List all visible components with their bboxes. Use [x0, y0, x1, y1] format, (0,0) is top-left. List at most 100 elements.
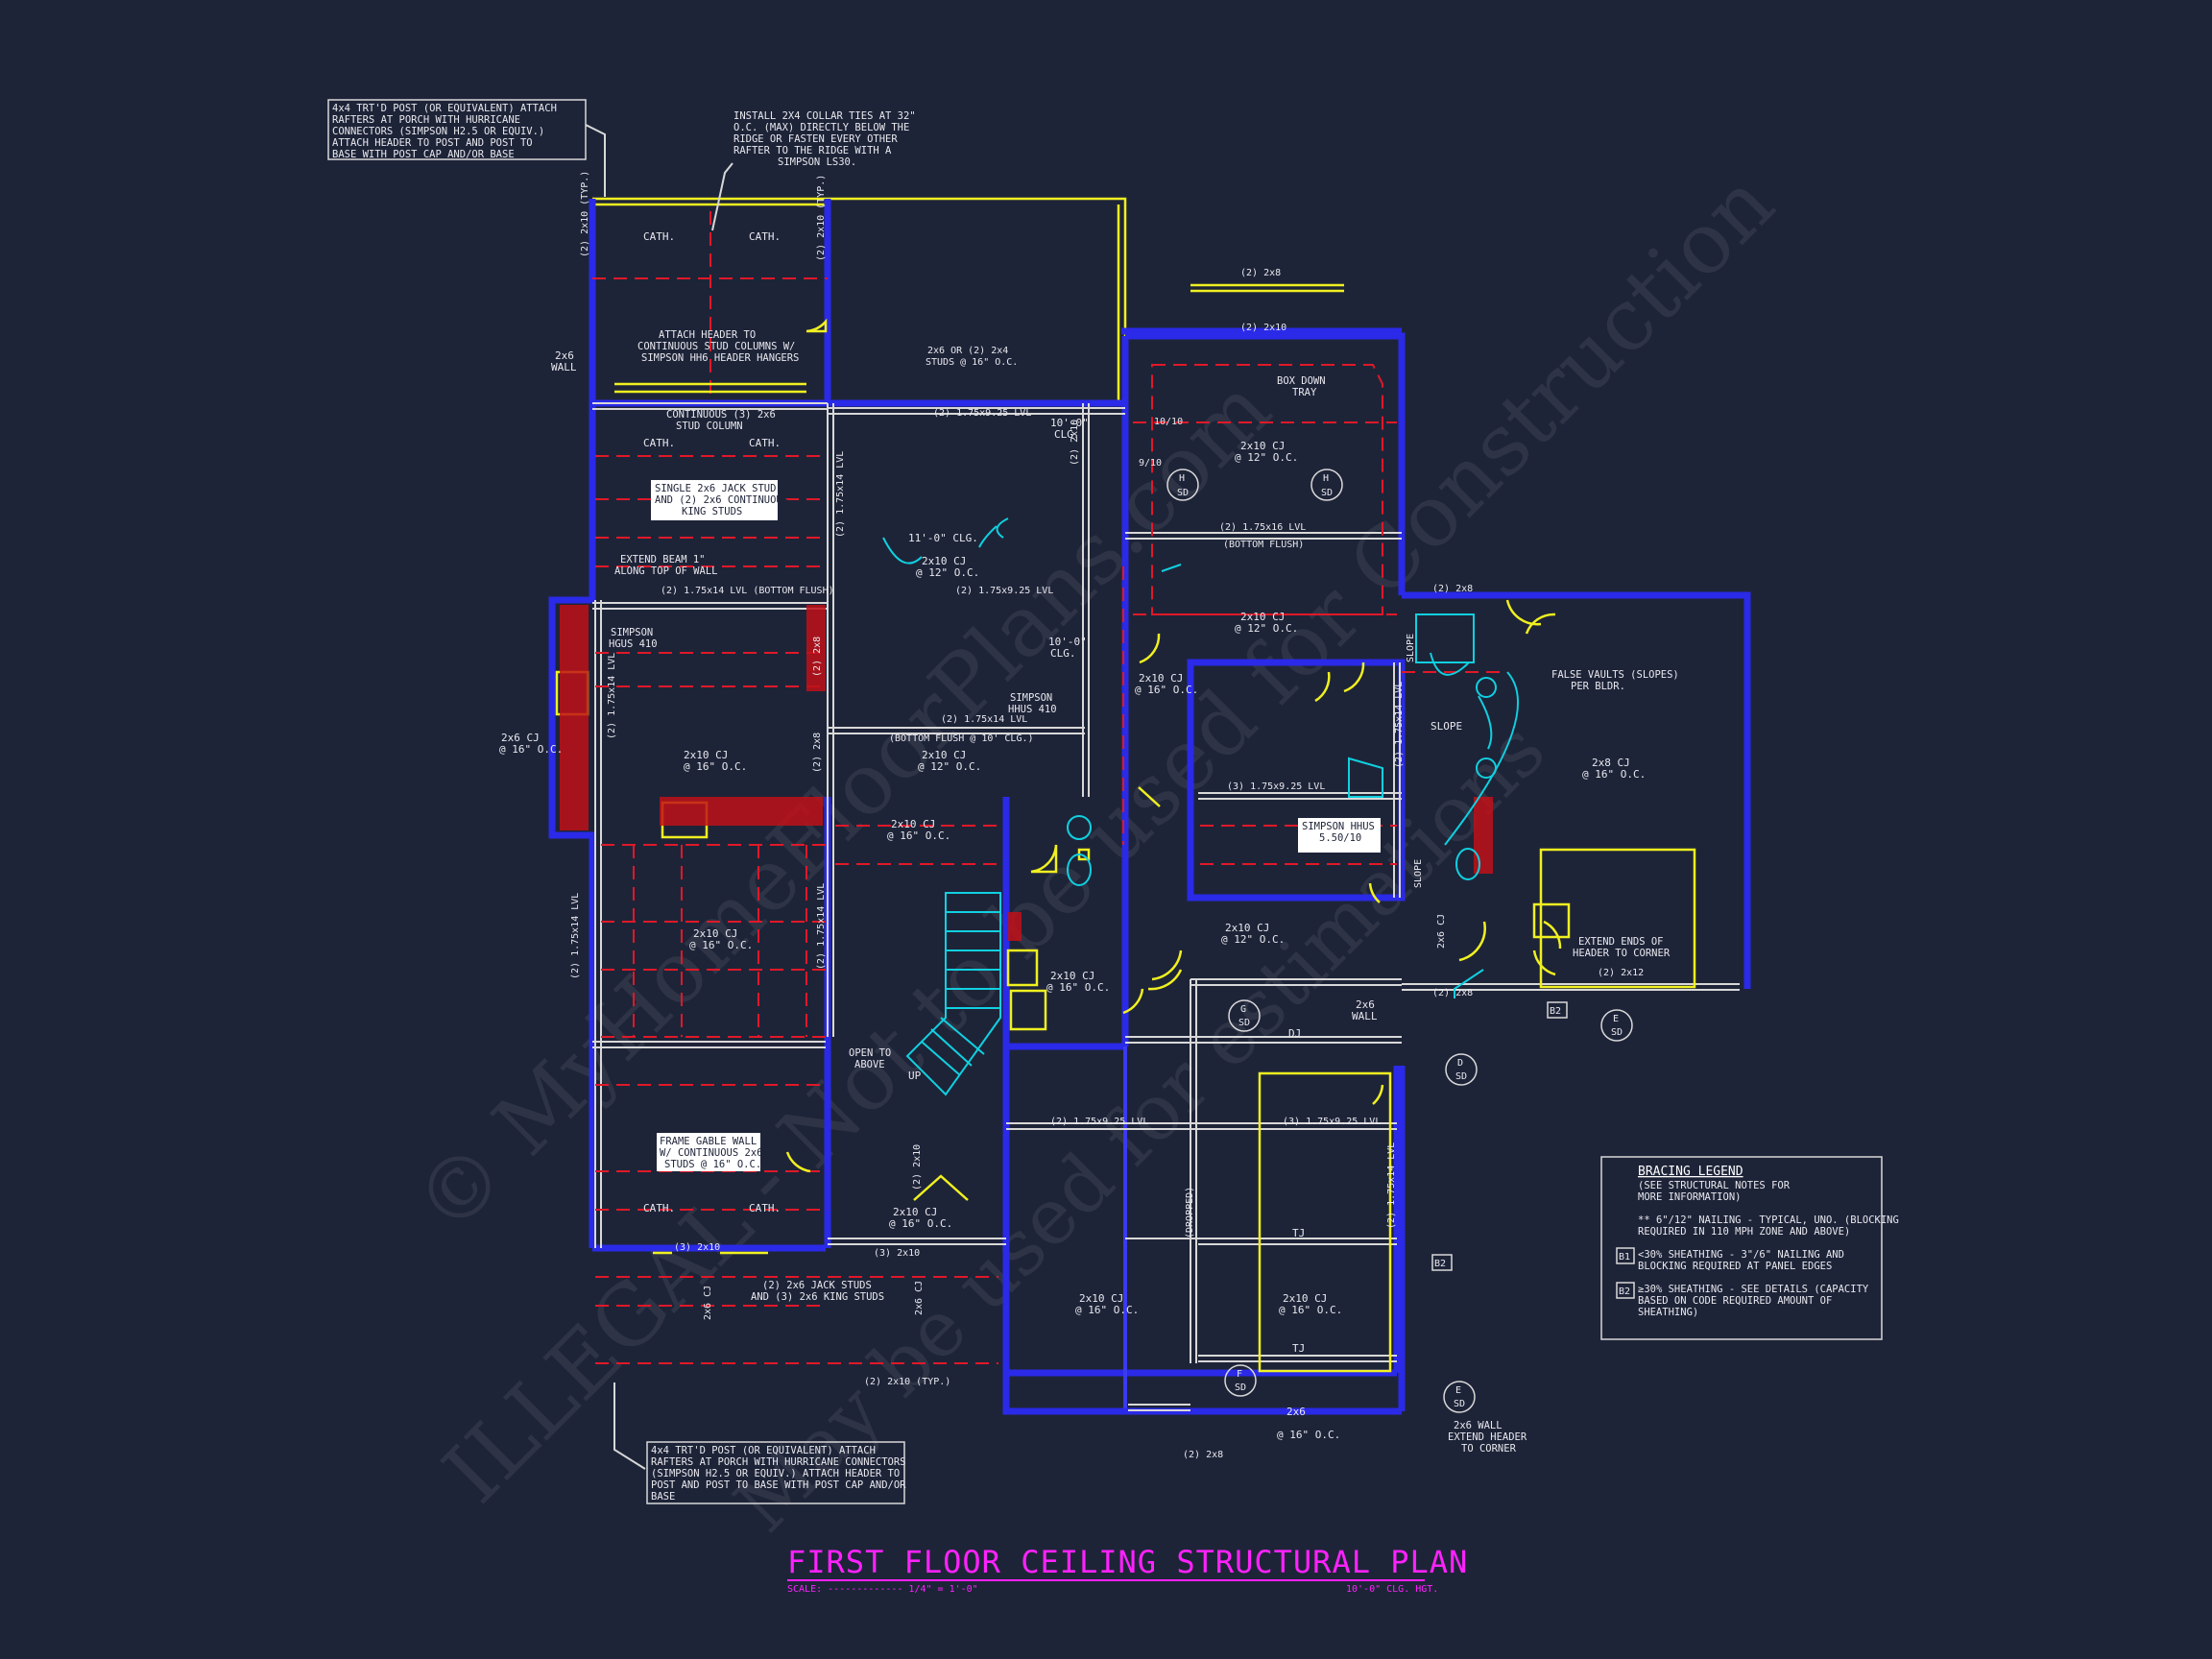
label-labels-cj-2x6: 2x6 CJ — [703, 1286, 713, 1320]
label-labels-lvl-vert: (2) 1.75x14 LVL — [835, 451, 846, 538]
label-notes-simpson-hgus-2: HGUS 410 — [609, 638, 658, 650]
label-labels-clg-11: 11'-0" CLG. — [908, 532, 978, 544]
label-labels-clg: CLG. — [1054, 428, 1080, 441]
tag-h-2: HSD — [1310, 469, 1343, 501]
label-labels-at-16: @ 16" O.C. — [1582, 768, 1646, 781]
label-labels-two-2x8-vert: (2) 2x8 — [812, 637, 823, 677]
stair — [882, 517, 1520, 1096]
doors-fixtures — [555, 283, 1696, 1373]
label-labels-at-12: @ 12" O.C. — [916, 566, 979, 579]
label-notes-porch-post-top-5: BASE WITH POST CAP AND/OR BASE — [332, 149, 515, 160]
label-tags-SD: SD — [1235, 1382, 1246, 1393]
label-labels-cj-2x10-16: 2x10 CJ — [893, 1206, 937, 1218]
label-notes-single-jack-2: AND (2) 2x6 CONTINUOUS — [655, 494, 788, 506]
label-labels-at-16: @ 16" O.C. — [1135, 684, 1198, 696]
label-labels-two-2x8: (2) 2x8 — [1432, 988, 1473, 998]
ceiling-height: 10'-0" CLG. HGT. — [1346, 1584, 1438, 1595]
label-labels-cath: CATH. — [749, 1202, 781, 1214]
label-labels-wall-2x6: 2x6 — [1356, 998, 1375, 1011]
label-notes-jack-king-2: AND (3) 2x6 KING STUDS — [751, 1291, 884, 1303]
label-labels-clg-10: 10'-0" — [1050, 417, 1089, 429]
label-labels-lvl-vert: (2) 1.75x14 LVL — [816, 883, 827, 970]
tag-g: GSD — [1228, 999, 1261, 1032]
ceiling-joists — [592, 211, 1507, 1364]
label-tags-SD: SD — [1238, 1018, 1250, 1028]
label-tags-SD: SD — [1454, 1399, 1465, 1409]
beams — [592, 402, 1740, 1411]
label-labels-cj-2x10-16: 2x10 CJ — [684, 749, 728, 761]
label-notes-false-vaults-2: PER BLDR. — [1571, 681, 1625, 692]
exterior-walls — [548, 197, 1751, 1415]
label-tags-H: H — [1323, 473, 1329, 484]
label-labels-two-2x8-vert: (2) 2x8 — [812, 733, 823, 773]
label-labels-lvl-vert: (2) 1.75x14 LVL — [570, 893, 581, 979]
label-legend-l2b: BLOCKING REQUIRED AT PANEL EDGES — [1638, 1261, 1832, 1272]
label-labels-cj-2x10-16: 2x10 CJ — [693, 927, 737, 940]
label-tags-B2: B2 — [1434, 1259, 1446, 1269]
label-labels-two-2x10-vert: (2) 2x10 — [1070, 420, 1080, 466]
label-labels-at-16: @ 16" O.C. — [689, 939, 753, 951]
label-tags-F: F — [1237, 1369, 1242, 1380]
label-notes-collar-3: RIDGE OR FASTEN EVERY OTHER — [733, 133, 898, 145]
label-labels-two-2x8: (2) 2x8 — [1240, 268, 1281, 278]
label-notes-porch-post-bot-4: POST AND POST TO BASE WITH POST CAP AND/… — [651, 1479, 906, 1491]
label-notes-porch-post-top-1: 4x4 TRT'D POST (OR EQUIVALENT) ATTACH — [332, 103, 557, 114]
label-notes-frame-gable-2: W/ CONTINUOUS 2x6 — [660, 1147, 762, 1159]
label-labels-lvl-vert: (2) 1.75x14 LVL — [1386, 1142, 1397, 1229]
label-labels-two-2x10-typ: (2) 2x10 (TYP.) — [864, 1377, 950, 1387]
drawing-title-block: FIRST FLOOR CEILING STRUCTURAL PLAN SCAL… — [787, 1544, 1467, 1595]
label-tags-E: E — [1455, 1385, 1461, 1396]
label-labels-cj-2x6: 2x6 CJ — [1436, 914, 1447, 949]
label-tags-D: D — [1457, 1058, 1463, 1069]
label-labels-lvl-vert: (2) 1.75x14 LVL — [1394, 682, 1405, 768]
label-labels-cj-2x10-16: 2x10 CJ — [1240, 611, 1285, 623]
label-notes-open-above-1: OPEN TO — [849, 1047, 891, 1059]
label-notes-false-vaults-1: FALSE VAULTS (SLOPES) — [1551, 669, 1679, 681]
watermark-line-2: ILLEGAL - Not to be used for Constructio… — [424, 154, 1792, 1522]
vertical-labels: (2) 2x10 (TYP.) (2) 2x10 (TYP.) (2) 1.75… — [570, 171, 1447, 1320]
label-labels-cath: CATH. — [643, 1202, 675, 1214]
tag-f: F SD — [1224, 1364, 1257, 1397]
label-labels-cj-2x10-16: 2x10 CJ — [922, 555, 966, 567]
label-labels-two-2x8: (2) 2x8 — [1183, 1450, 1223, 1460]
label-labels-cj-2x10-16: 2x10 CJ — [1139, 672, 1183, 685]
label-notes-porch-post-top-2: RAFTERS AT PORCH WITH HURRICANE — [332, 114, 520, 126]
label-legend-sub2: MORE INFORMATION) — [1638, 1191, 1741, 1203]
label-notes-open-above-2: ABOVE — [854, 1059, 885, 1070]
label-labels-clg: CLG. — [1050, 647, 1076, 660]
label-labels-cj-2x10-16: 2x10 CJ — [922, 749, 966, 761]
section-tags: HSD HSD GSD ESD DSD FSD ESD B2 B2 — [1166, 469, 1633, 1413]
label-notes-cont-stud-1: CONTINUOUS (3) 2x6 — [666, 409, 776, 421]
label-tags-B2: B2 — [1619, 1286, 1630, 1297]
label-notes-frame-gable-3: STUDS @ 16" O.C. — [664, 1159, 761, 1170]
label-labels-studs-2x6: 2x6 OR (2) 2x4 — [927, 346, 1008, 356]
label-labels-three-2x10: (3) 2x10 — [874, 1248, 920, 1259]
kitchen-cabinets — [560, 605, 1493, 941]
label-labels-cj-2x6: 2x6 CJ — [914, 1281, 925, 1315]
label-labels-at-16: @ 16" O.C. — [889, 1217, 952, 1230]
watermark: © MyHomeFloorPlans.com ILLEGAL - Not to … — [396, 154, 1792, 1550]
label-notes-simpson-hgus-1: SIMPSON — [611, 627, 653, 638]
label-legend-l3a: ≥30% SHEATHING - SEE DETAILS (CAPACITY — [1638, 1284, 1869, 1295]
label-labels-at-12: @ 12" O.C. — [1221, 933, 1285, 946]
label-labels-lvl3-925: (3) 1.75x9.25 LVL — [1227, 781, 1325, 792]
label-labels-wall-lbl: WALL — [551, 361, 577, 373]
label-notes-collar-5: SIMPSON LS30. — [778, 156, 856, 168]
label-labels-lvl-175-16: (2) 1.75x16 LVL — [1219, 522, 1306, 533]
label-labels-lvl-175-925: (2) 1.75x9.25 LVL — [933, 408, 1031, 419]
label-labels-up: UP — [908, 1070, 922, 1082]
label-tags-B1: B1 — [1619, 1252, 1630, 1262]
porch-note-bottom: 4x4 TRT'D POST (OR EQUIVALENT) ATTACH RA… — [613, 1382, 906, 1504]
label-labels-cj-2x10-16: 2x10 CJ — [1283, 1292, 1327, 1305]
label-notes-porch-post-bot-2: RAFTERS AT PORCH WITH HURRICANE CONNECTO… — [651, 1456, 906, 1468]
label-notes-cont-stud-2: STUD COLUMN — [676, 421, 743, 432]
tag-b2-2: B2 — [1431, 1254, 1453, 1271]
label-notes-collar-4: RAFTER TO THE RIDGE WITH A — [733, 145, 892, 156]
label-labels-wall-2x6: 2x6 — [555, 349, 574, 362]
room-labels: CATH. CATH. CATH. CATH. CATH. CATH. ATTA… — [499, 230, 1679, 1460]
label-labels-at-16: @ 16" O.C. — [1277, 1429, 1340, 1441]
label-legend-l3c: SHEATHING) — [1638, 1307, 1698, 1318]
tag-e-2: E SD — [1443, 1381, 1476, 1413]
label-labels-cj-2x8: 2x8 CJ — [1592, 757, 1630, 769]
